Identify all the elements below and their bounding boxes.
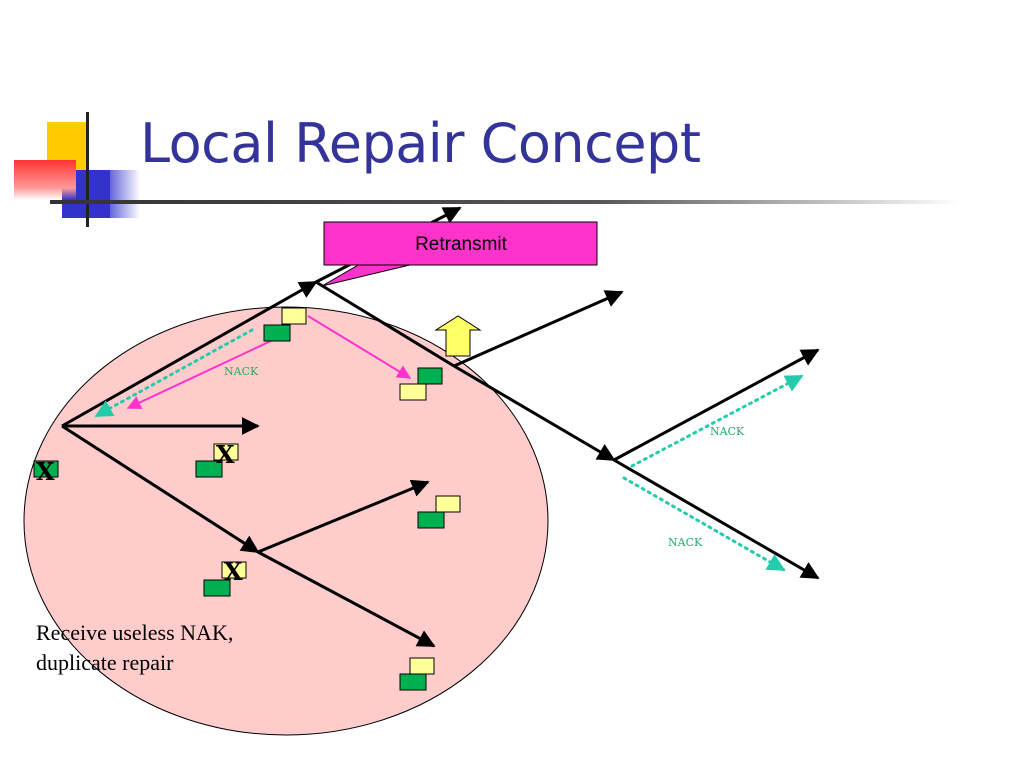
tree-edge <box>613 348 820 462</box>
title-underline <box>50 200 960 204</box>
up-arrow-icon <box>434 315 482 357</box>
caption: Receive useless NAK, duplicate repair <box>36 618 233 678</box>
nack-arrow <box>622 476 786 572</box>
tree-edge <box>453 364 616 462</box>
tree-edge <box>453 290 624 368</box>
nack-arrow <box>630 374 804 468</box>
title-decoration-blue-fade <box>110 170 140 218</box>
title-decoration-vertical-line <box>86 112 89 227</box>
caption-line: duplicate repair <box>36 650 174 675</box>
retransmit-label: Retransmit <box>415 234 508 255</box>
tree-edge <box>315 280 455 368</box>
local-repair-region <box>23 306 549 736</box>
nack-label: NACK <box>224 365 259 378</box>
retransmit-arrow <box>126 331 291 409</box>
caption-line: Receive useless NAK, <box>36 620 234 645</box>
nack-arrow <box>94 328 254 418</box>
nack-label: NACK <box>668 536 703 549</box>
nack-label: NACK <box>710 425 745 438</box>
page-title: Local Repair Concept <box>140 112 701 175</box>
packet-pair <box>399 657 435 691</box>
retransmit-arrow <box>307 315 412 379</box>
tree-edge <box>257 550 436 648</box>
title-decoration-red-square <box>14 160 76 200</box>
packet-pair <box>203 561 247 597</box>
tree-edge <box>61 424 260 554</box>
packet-pair <box>417 495 461 529</box>
retransmit-callout: Retransmit <box>321 221 598 287</box>
loss-mark: X <box>216 440 235 469</box>
loss-mark: X <box>36 457 55 486</box>
packet-pair <box>399 367 443 401</box>
packet-pair <box>263 307 307 342</box>
packet-pair <box>33 460 59 478</box>
tree-edge <box>257 479 430 554</box>
tree-edge <box>613 458 820 580</box>
packet-pair <box>195 443 239 478</box>
loss-mark: X <box>224 557 243 586</box>
